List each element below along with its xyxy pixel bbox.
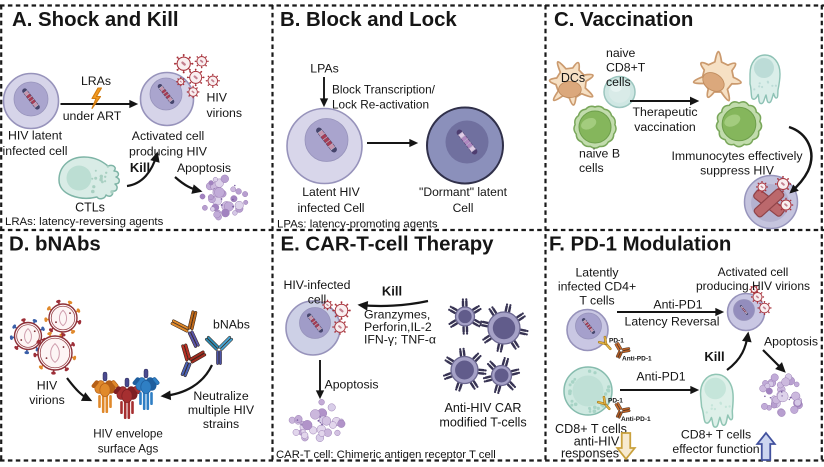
svg-text:C. Vaccination: C. Vaccination (554, 9, 693, 31)
svg-text:F. PD-1 Modulation: F. PD-1 Modulation (549, 234, 731, 256)
svg-text:Immunocytes effectively: Immunocytes effectively (672, 149, 804, 163)
svg-text:surface Ags: surface Ags (98, 443, 159, 456)
svg-text:Kill: Kill (704, 349, 724, 364)
svg-text:infected CD4+: infected CD4+ (558, 280, 636, 294)
svg-text:infected cell: infected cell (3, 144, 68, 158)
svg-text:naive B: naive B (579, 147, 620, 161)
svg-text:virions: virions (207, 106, 243, 120)
svg-text:Apoptosis: Apoptosis (325, 378, 379, 392)
svg-text:"Dormant" latent: "Dormant" latent (419, 185, 508, 199)
svg-text:anti-HIV: anti-HIV (574, 435, 620, 449)
svg-text:Anti-PD1: Anti-PD1 (636, 370, 685, 384)
svg-text:IFN-γ; TNF-α: IFN-γ; TNF-α (364, 333, 436, 347)
svg-text:A. Shock and Kill: A. Shock and Kill (12, 9, 179, 31)
svg-text:Perforin,IL-2: Perforin,IL-2 (364, 320, 432, 334)
svg-text:DCs: DCs (561, 71, 585, 85)
svg-text:under ART: under ART (63, 109, 122, 123)
svg-text:Cell: Cell (453, 201, 474, 215)
svg-text:CD8+ T cells: CD8+ T cells (681, 428, 751, 442)
svg-text:CD8+ T cells: CD8+ T cells (555, 422, 627, 436)
svg-text:vaccination: vaccination (634, 120, 696, 134)
svg-text:Lock Re-activation: Lock Re-activation (332, 98, 429, 112)
svg-text:infected Cell: infected Cell (297, 201, 364, 215)
svg-text:LPAs: LPAs (310, 62, 338, 76)
svg-text:CTLs: CTLs (75, 201, 105, 215)
svg-text:Therapeutic: Therapeutic (633, 105, 698, 119)
svg-text:Anti-PD-1: Anti-PD-1 (621, 416, 651, 423)
svg-text:CD8+T: CD8+T (606, 61, 646, 75)
svg-text:D. bNAbs: D. bNAbs (9, 234, 101, 256)
svg-text:Anti-PD-1: Anti-PD-1 (622, 356, 652, 363)
svg-text:Activated cell: Activated cell (132, 129, 204, 143)
svg-text:responses: responses (561, 447, 619, 461)
svg-text:Granzymes,: Granzymes, (364, 308, 430, 322)
svg-text:cells: cells (579, 161, 604, 175)
svg-text:strains: strains (203, 417, 239, 431)
svg-text:multiple HIV: multiple HIV (188, 403, 255, 417)
svg-text:HIV envelope: HIV envelope (93, 428, 163, 441)
svg-text:producing HIV virions: producing HIV virions (696, 279, 810, 293)
svg-text:Anti-PD1: Anti-PD1 (653, 298, 702, 312)
svg-text:Latent HIV: Latent HIV (302, 185, 360, 199)
svg-text:modified T-cells: modified T-cells (439, 416, 526, 430)
svg-text:bNAbs: bNAbs (213, 318, 250, 332)
svg-text:cell: cell (308, 293, 326, 307)
svg-text:T cells: T cells (579, 294, 614, 308)
svg-text:Kill: Kill (130, 160, 150, 175)
svg-text:HIV-infected: HIV-infected (284, 278, 351, 292)
svg-text:Apoptosis: Apoptosis (764, 335, 818, 349)
svg-text:Latently: Latently (575, 266, 619, 280)
svg-text:CAR-T cell: Chimeric antigen r: CAR-T cell: Chimeric antigen receptor T … (276, 449, 496, 461)
svg-text:Neutralize: Neutralize (193, 389, 249, 403)
svg-text:LPAs: latency-promoting agents: LPAs: latency-promoting agents (277, 219, 438, 231)
svg-text:effector function: effector function (672, 442, 759, 456)
svg-text:B. Block and Lock: B. Block and Lock (280, 9, 457, 31)
svg-text:PD-1: PD-1 (609, 338, 624, 345)
svg-text:Kill: Kill (382, 284, 402, 299)
svg-text:LRAs: LRAs (81, 74, 111, 88)
svg-text:producing HIV: producing HIV (129, 145, 208, 159)
svg-text:HIV latent: HIV latent (8, 129, 63, 143)
svg-text:Activated cell: Activated cell (718, 265, 789, 279)
svg-text:suppress HIV: suppress HIV (700, 164, 775, 178)
svg-text:Latency Reversal: Latency Reversal (624, 315, 719, 329)
svg-text:cells: cells (606, 75, 631, 89)
svg-text:virions: virions (29, 393, 65, 407)
svg-text:LRAs: latency-reversing agents: LRAs: latency-reversing agents (5, 216, 164, 228)
svg-text:PD-1: PD-1 (608, 398, 623, 405)
svg-text:Block Transcription/: Block Transcription/ (332, 83, 436, 97)
svg-text:HIV: HIV (37, 379, 58, 393)
svg-text:naive: naive (606, 46, 636, 60)
svg-text:Apoptosis: Apoptosis (177, 161, 231, 175)
svg-text:E. CAR-T-cell Therapy: E. CAR-T-cell Therapy (281, 234, 495, 256)
svg-text:Anti-HIV CAR: Anti-HIV CAR (445, 401, 522, 415)
svg-text:HIV: HIV (207, 91, 228, 105)
